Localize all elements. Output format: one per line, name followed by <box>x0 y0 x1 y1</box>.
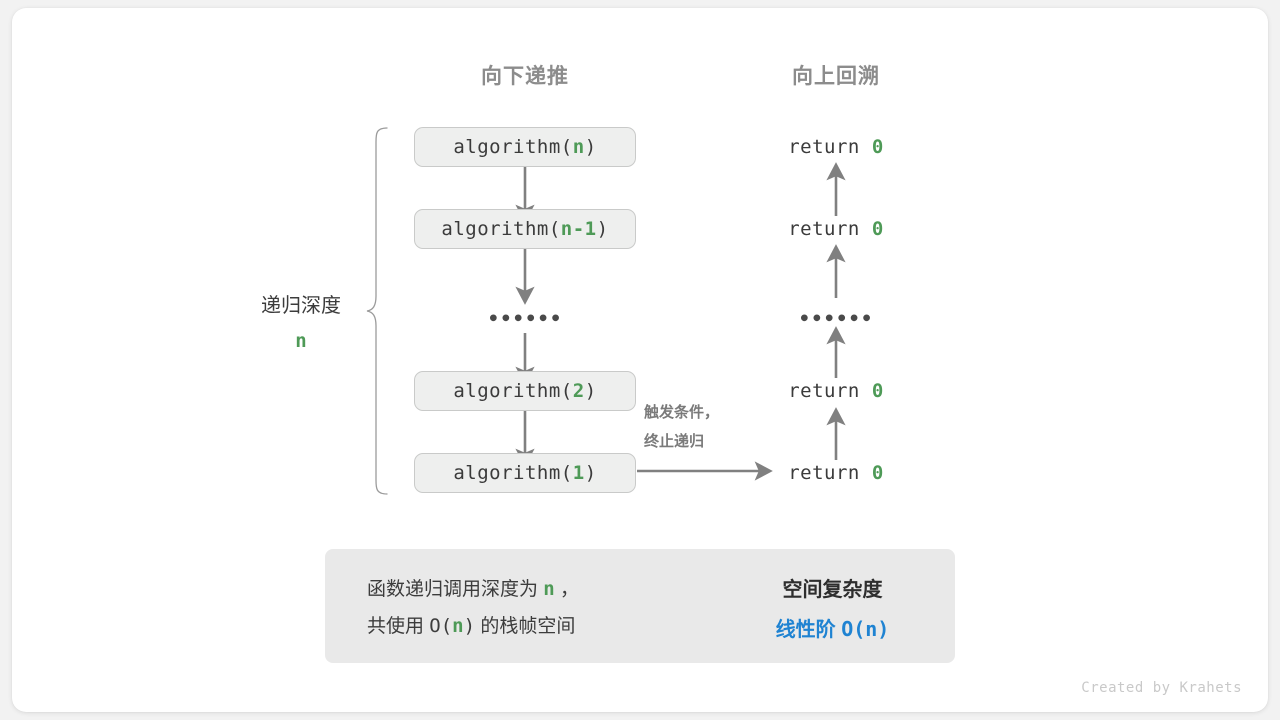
summary-line-2: 共使用 O(n) 的栈帧空间 <box>367 615 576 638</box>
return-line-0: return 0 <box>706 136 966 158</box>
diagram-stage: 向下递推 向上回溯 递归深度 n <box>12 8 1268 712</box>
recursion-depth-label: 递归深度 n <box>216 288 386 358</box>
return-line-4: return 0 <box>706 462 966 484</box>
trigger-condition-note: 触发条件， 终止递归 <box>644 399 794 456</box>
call-box-n-minus-1[interactable]: algorithm(n-1) <box>414 209 636 249</box>
trigger-note-line1: 触发条件， <box>644 404 720 421</box>
complexity-title: 空间复杂度 <box>782 579 883 601</box>
recursion-depth-value: n <box>295 330 307 352</box>
call-box-1[interactable]: algorithm(1) <box>414 453 636 493</box>
return-value-1: 0 <box>871 218 884 240</box>
call-box-text-3: algorithm(2) <box>453 380 597 402</box>
return-value-4: 0 <box>871 462 884 484</box>
credit-text: Created by Krahets <box>1081 680 1242 696</box>
return-keyword-1: return <box>788 218 872 240</box>
call-box-2[interactable]: algorithm(2) <box>414 371 636 411</box>
summary-left-text: 函数递归调用深度为 n ， 共使用 O(n) 的栈帧空间 <box>367 571 579 645</box>
call-box-text-1: algorithm(n-1) <box>441 218 609 240</box>
summary-line-1: 函数递归调用深度为 n ， <box>367 578 580 600</box>
return-line-1: return 0 <box>706 218 966 240</box>
summary-box: 函数递归调用深度为 n ， 共使用 O(n) 的栈帧空间 空间复杂度 线性阶 O… <box>325 549 955 663</box>
diagram-card: 向下递推 向上回溯 递归深度 n <box>12 8 1268 712</box>
return-line-3: return 0 <box>706 380 966 402</box>
call-box-n[interactable]: algorithm(n) <box>414 127 636 167</box>
return-keyword-4: return <box>788 462 872 484</box>
recursion-depth-text: 递归深度 <box>261 295 341 317</box>
summary-right-text: 空间复杂度 线性阶 O(n) <box>725 571 940 650</box>
return-value-0: 0 <box>871 136 884 158</box>
return-keyword-3: return <box>788 380 872 402</box>
column-header-upward: 向上回溯 <box>792 65 880 88</box>
call-box-text-0: algorithm(n) <box>453 136 597 158</box>
trigger-note-line2: 终止递归 <box>644 432 705 450</box>
call-box-text-4: algorithm(1) <box>453 462 597 484</box>
complexity-value: 线性阶 O(n) <box>775 617 890 641</box>
call-stack-ellipsis: •••••• <box>487 308 563 330</box>
return-stack-ellipsis: •••••• <box>798 308 874 330</box>
return-value-3: 0 <box>871 380 884 402</box>
return-keyword-0: return <box>788 136 872 158</box>
column-header-downward: 向下递推 <box>481 65 569 88</box>
